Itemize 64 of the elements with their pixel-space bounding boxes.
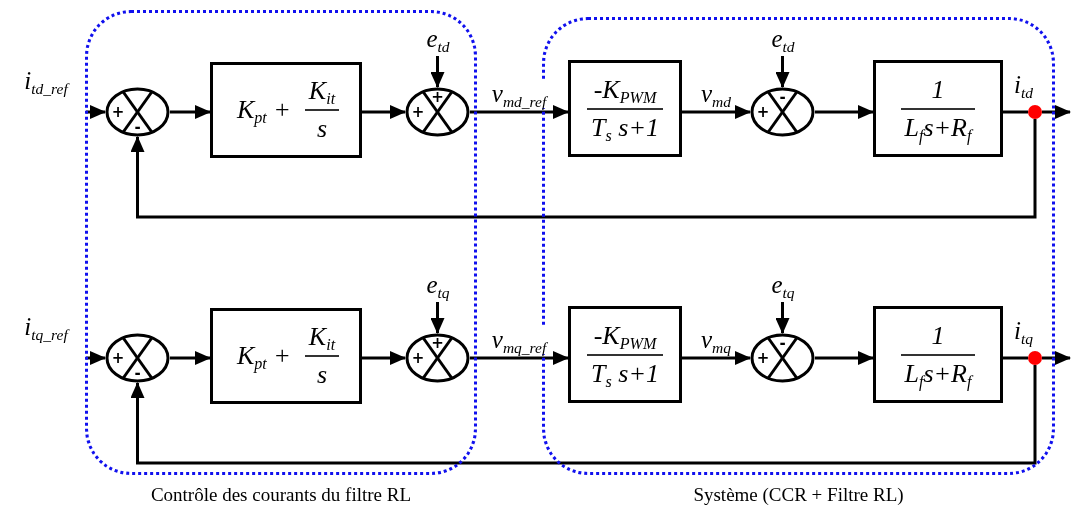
signal-arrow <box>170 105 211 119</box>
signal-arrow <box>86 105 106 119</box>
signal-label: e$_{td}$ <box>770 24 796 54</box>
sign: - <box>134 119 141 135</box>
sign: + <box>756 350 770 366</box>
denominator: L$_{f}$s+R$_{f}$ <box>903 358 975 389</box>
signal-label: i$_{tq_ref}$ <box>23 312 71 342</box>
sign: + <box>431 89 444 105</box>
summing-junction <box>405 333 470 383</box>
signal-label: i$_{td}$ <box>1014 71 1033 99</box>
sign: + <box>411 104 425 120</box>
signal-arrow <box>430 302 445 334</box>
signal-arrow <box>170 351 211 365</box>
signal-arrow <box>775 302 790 334</box>
signal-label: e$_{tq}$ <box>425 270 451 300</box>
sign: + <box>111 350 125 366</box>
denominator: L$_{f}$s+R$_{f}$ <box>903 112 975 143</box>
signal-arrow <box>130 119 1037 219</box>
signal-arrow <box>815 105 874 119</box>
numerator: -K$_{PWM}$ <box>592 320 658 351</box>
sign: + <box>411 350 425 366</box>
math-term: K$_{pt}$ + <box>235 95 292 125</box>
edge-label: v$_{md_ref}$ <box>491 80 547 108</box>
group-caption: Contrôle des courants du filtre RL <box>149 484 413 506</box>
summing-junction <box>750 87 815 137</box>
summing-junction <box>105 87 170 137</box>
sign: + <box>431 335 444 351</box>
summing-junction <box>105 333 170 383</box>
signal-arrow <box>470 351 569 365</box>
numerator: -K$_{PWM}$ <box>592 74 658 105</box>
signal-label: e$_{tq}$ <box>770 270 796 300</box>
signal-arrow <box>130 365 1037 465</box>
signal-arrow <box>682 351 751 365</box>
summing-junction <box>750 333 815 383</box>
numerator: 1 <box>930 74 946 105</box>
summing-junction <box>405 87 470 137</box>
signal-arrow <box>1042 105 1071 119</box>
edge-label: v$_{mq_ref}$ <box>491 326 547 354</box>
signal-label: i$_{tq}$ <box>1014 317 1033 345</box>
signal-arrow <box>775 56 790 88</box>
numerator: K$_{it}$ <box>307 322 337 352</box>
signal-label: i$_{td_ref}$ <box>23 66 71 96</box>
denominator: s <box>315 114 328 144</box>
sign: - <box>779 89 786 105</box>
sign: - <box>134 365 141 381</box>
signal-arrow <box>470 105 569 119</box>
signal-arrow <box>815 351 874 365</box>
numerator: K$_{it}$ <box>307 76 337 106</box>
signal-label: e$_{td}$ <box>425 24 451 54</box>
sign: + <box>756 104 770 120</box>
numerator: 1 <box>930 320 946 351</box>
signal-arrow <box>1042 351 1071 365</box>
group-caption: Système (CCR + Filtre RL) <box>692 484 905 506</box>
signal-arrow <box>682 105 751 119</box>
signal-arrow <box>430 56 445 88</box>
signal-arrow <box>362 105 406 119</box>
math-term: K$_{pt}$ + <box>235 341 292 371</box>
signal-arrow <box>362 351 406 365</box>
denominator: s <box>315 360 328 390</box>
denominator: T$_{s}$ s+1 <box>590 112 660 143</box>
signal-arrow <box>86 351 106 365</box>
denominator: T$_{s}$ s+1 <box>590 358 660 389</box>
sign: - <box>779 335 786 351</box>
sign: + <box>111 104 125 120</box>
